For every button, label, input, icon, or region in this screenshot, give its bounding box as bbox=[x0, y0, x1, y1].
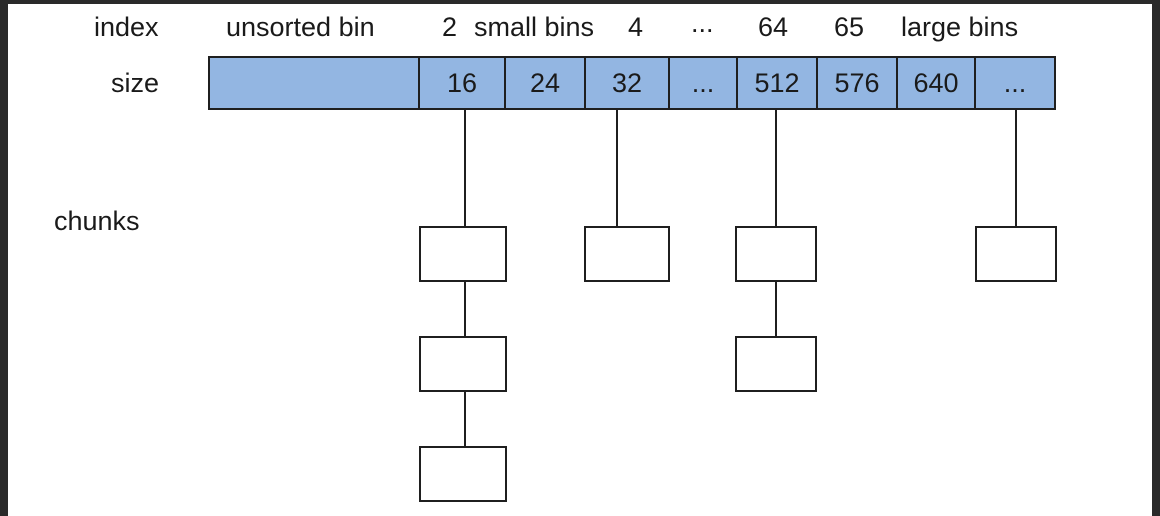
bin-cell-576: 576 bbox=[818, 58, 898, 108]
chunk-box bbox=[735, 226, 817, 282]
chunk-box bbox=[419, 446, 507, 502]
chunk-box bbox=[975, 226, 1057, 282]
link-line-large bbox=[1015, 108, 1017, 228]
index-65-header: 65 bbox=[834, 12, 865, 42]
link-line-32 bbox=[616, 108, 618, 228]
unsorted-bin-header: unsorted bin bbox=[226, 12, 375, 42]
ellipsis-header: ... bbox=[691, 8, 714, 38]
index-label: index bbox=[94, 12, 159, 42]
chunk-link-line bbox=[775, 280, 777, 338]
bin-array: 16 24 32 ... 512 576 640 ... bbox=[208, 56, 1056, 110]
bin-cell-16: 16 bbox=[420, 58, 506, 108]
bin-cell-32: 32 bbox=[586, 58, 670, 108]
bin-cell-ellipsis-2: ... bbox=[1003, 67, 1027, 98]
small-bins-header: small bins bbox=[474, 12, 595, 42]
bin-cell-512: 512 bbox=[738, 58, 818, 108]
chunk-link-line bbox=[464, 390, 466, 448]
large-bins-header: large bins bbox=[901, 12, 1019, 42]
chunk-box bbox=[735, 336, 817, 392]
index-64-header: 64 bbox=[758, 12, 789, 42]
link-line-16 bbox=[464, 108, 466, 228]
chunk-box bbox=[584, 226, 670, 282]
bin-cell-ellipsis: ... bbox=[670, 58, 738, 108]
chunk-box bbox=[419, 336, 507, 392]
bin-cell-unsorted bbox=[210, 58, 420, 108]
chunk-box bbox=[419, 226, 507, 282]
index-4-header: 4 bbox=[628, 12, 644, 42]
bin-cell-640: 640 bbox=[898, 58, 976, 108]
chunk-link-line bbox=[464, 280, 466, 338]
slide: index size chunks unsorted bin 2 small b… bbox=[8, 4, 1152, 516]
link-line-512 bbox=[775, 108, 777, 228]
chunks-label: chunks bbox=[54, 206, 140, 236]
index-2-header: 2 bbox=[442, 12, 458, 42]
size-label: size bbox=[111, 68, 160, 98]
bin-cell-24: 24 bbox=[506, 58, 586, 108]
